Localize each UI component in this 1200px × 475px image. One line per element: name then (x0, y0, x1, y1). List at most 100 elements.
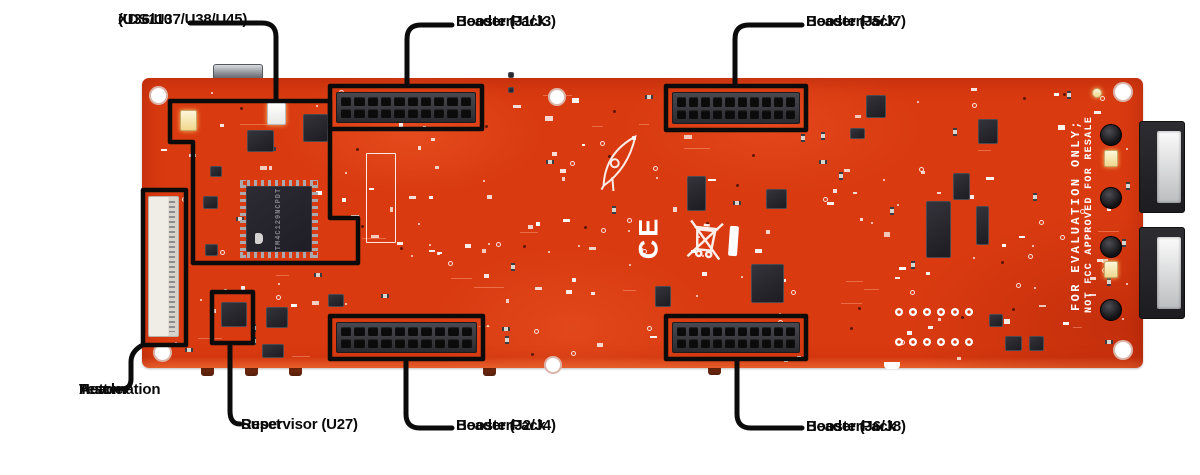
trace-line (841, 302, 862, 304)
pin-socket (689, 327, 699, 336)
silkscreen-mark (311, 301, 319, 306)
silkscreen-mark (566, 290, 572, 294)
via-ring (1100, 96, 1106, 102)
ic-chip (866, 95, 886, 118)
callout-line-j6j8 (734, 358, 805, 431)
trace-line (639, 123, 650, 125)
pin-socket (749, 97, 759, 107)
silkscreen-dot (883, 178, 886, 181)
pin-socket (461, 327, 472, 336)
silkscreen-dot (417, 222, 420, 225)
callout-line-j5j7 (732, 22, 805, 87)
silkscreen-mark (389, 207, 394, 212)
silkscreen-mark (484, 273, 489, 279)
passive-component (645, 95, 654, 100)
passive-component (1066, 91, 1071, 100)
pin-socket (421, 327, 432, 336)
ic-chip (687, 176, 706, 211)
silkscreen-mark (435, 165, 439, 170)
ic-chip (766, 189, 787, 209)
via-ring (533, 329, 539, 335)
silkscreen-mark (844, 169, 850, 172)
silkscreen-mark (1093, 111, 1101, 114)
passive-component (1107, 278, 1112, 287)
silkscreen-mark (341, 197, 347, 202)
silkscreen-mark (782, 278, 786, 282)
via-dot (1011, 308, 1015, 312)
boosterpack-header-j1j3 (336, 92, 476, 123)
silkscreen-dot (697, 235, 700, 238)
silkscreen-dot (483, 179, 486, 182)
pin-socket (761, 97, 771, 107)
silkscreen-mark (938, 317, 942, 322)
silkscreen-mark (589, 247, 596, 250)
via-ring (626, 218, 632, 224)
pin-socket (407, 109, 418, 118)
test-automation-connector (148, 196, 179, 337)
pin-socket (773, 339, 783, 348)
silkscreen-mark (268, 165, 273, 170)
pin-socket (341, 327, 352, 336)
via-ring (219, 249, 225, 255)
pin-socket (725, 339, 735, 348)
silkscreen-mark (219, 124, 225, 127)
passive-component (501, 327, 510, 332)
header-j1j3-outline (327, 83, 485, 132)
silkscreen-mark (591, 292, 595, 295)
edge-pin-tab (708, 367, 721, 375)
pin-socket (407, 339, 419, 348)
silkscreen-outline-box (366, 153, 396, 243)
silkscreen-mark (290, 303, 298, 307)
led (1104, 261, 1118, 278)
pin-socket (447, 109, 458, 118)
mounting-hole (149, 86, 168, 105)
trace-line (474, 287, 505, 289)
pin-socket (725, 327, 735, 336)
weee-crossed-bin-icon (686, 219, 724, 261)
pin-socket (713, 109, 723, 119)
via-dot (239, 107, 243, 111)
silkscreen-mark (417, 145, 421, 150)
pin-socket (785, 327, 795, 336)
silkscreen-mark (409, 195, 416, 199)
silkscreen-dot (871, 222, 874, 225)
passive-component (505, 336, 510, 345)
silkscreen-mark (552, 151, 558, 156)
silkscreen-mark (464, 244, 471, 249)
silkscreen-dot (577, 245, 580, 248)
ic-chip (751, 264, 784, 303)
mcu-die: TM4C129NCPDT (246, 186, 312, 252)
silkscreen-mark (884, 232, 891, 237)
trace-line (864, 288, 879, 290)
via-dot (1001, 261, 1005, 265)
test-point (951, 308, 959, 316)
silkscreen-mark (560, 169, 566, 173)
pin-socket (448, 327, 459, 336)
pin-socket (381, 327, 392, 336)
pin-socket (737, 339, 747, 348)
pin-socket (434, 109, 445, 118)
trace-line (520, 232, 539, 234)
via-dot (849, 327, 853, 331)
trace-line (361, 238, 386, 240)
edge-pin-tab (245, 367, 258, 376)
silkscreen-dot (1126, 147, 1129, 150)
led (1104, 150, 1118, 167)
pin-socket (354, 339, 365, 348)
pin-socket (460, 109, 471, 118)
xds110-debug-mcu: TM4C129NCPDT (240, 180, 318, 258)
passive-component (545, 160, 554, 165)
trace-line (845, 281, 864, 283)
trace-line (275, 274, 290, 276)
silkscreen-mark (1057, 125, 1065, 130)
passive-component (819, 160, 828, 165)
silkscreen-mark (898, 267, 906, 270)
pin-socket (407, 97, 418, 106)
ic-chip (221, 302, 247, 327)
via-ring (571, 351, 577, 357)
pin-socket (367, 327, 379, 336)
pin-socket (421, 339, 432, 348)
silkscreen-mark (639, 248, 643, 252)
callout-line-j2j4 (403, 358, 455, 431)
